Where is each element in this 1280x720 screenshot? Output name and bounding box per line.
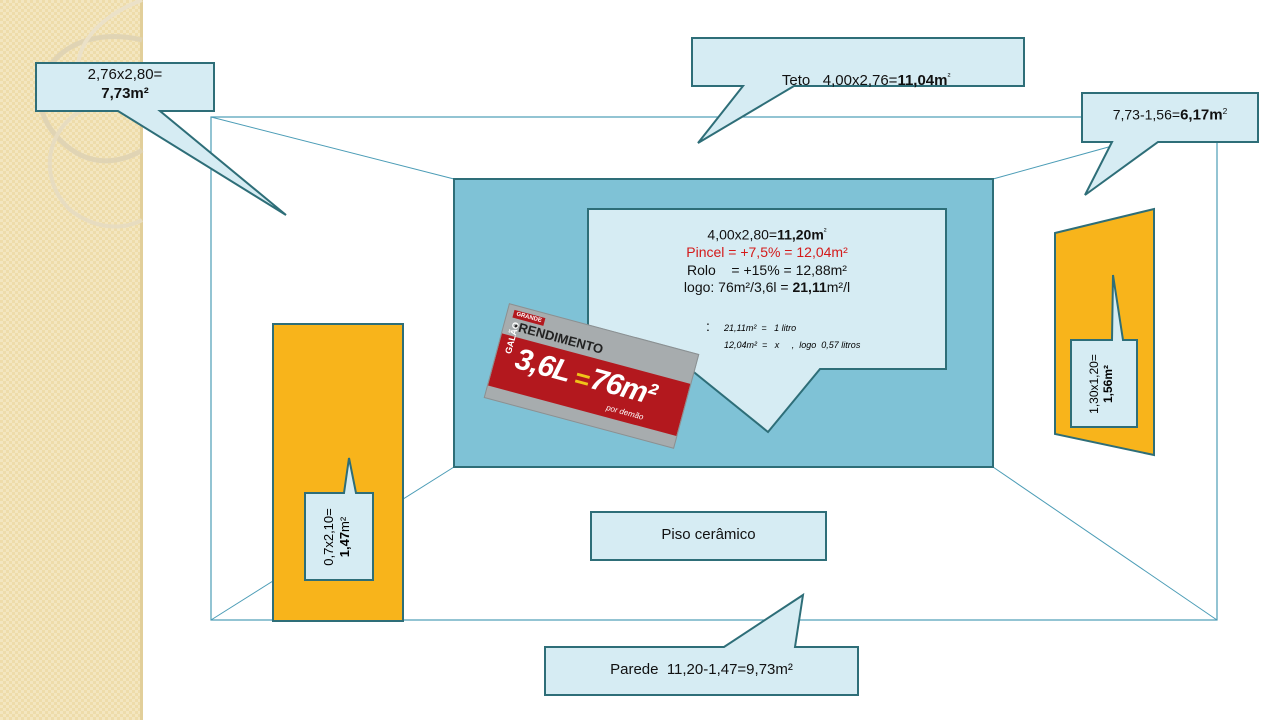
- window-line1: 1,30x1,20=: [1087, 354, 1101, 414]
- back-wall-line3: Rolo = +15% = 12,88m²: [687, 261, 847, 278]
- callout-front-wall-shape: [544, 592, 859, 696]
- right-wall-value: 6,17m: [1180, 106, 1223, 124]
- decorative-sidebar: [0, 0, 144, 720]
- left-wall-line1: 2,76x2,80=: [87, 66, 163, 83]
- callout-door-shape: [304, 457, 374, 581]
- window-line2: 1,56m²: [1101, 364, 1116, 404]
- back-wall-line4-suffix: m²/l: [826, 279, 851, 296]
- callout-right-wall: 7,73-1,56=6,17m2: [1082, 106, 1258, 125]
- callout-front-wall: Parede 11,20-1,47=9,73m²: [610, 661, 793, 678]
- back-wall-line4: logo: 76m²/3,6l = 21,11m²/l: [588, 279, 946, 297]
- callout-ceiling-shape: [691, 37, 1025, 144]
- back-wall-colon: :: [706, 318, 710, 334]
- back-wall-line4-prefix: logo: 76m²/3,6l =: [683, 279, 793, 296]
- callout-left-wall: 2,76x2,80= 7,73m²: [36, 66, 214, 104]
- back-wall-line1-unit: ²: [823, 226, 827, 236]
- door-line2-value: 1,47: [336, 531, 352, 558]
- callout-ceiling: Teto 4,00x2,76=11,04m²: [692, 52, 1024, 109]
- floor-label: Piso cerâmico: [661, 526, 756, 543]
- right-wall-prefix: 7,73-1,56=: [1112, 106, 1181, 123]
- door-line1: 0,7x2,10=: [321, 508, 336, 566]
- door-line2-unit: m²: [336, 516, 352, 532]
- back-wall-line2: Pincel = +7,5% = 12,04m²: [686, 244, 848, 261]
- callout-door: 0,7x2,10= 1,47m²: [321, 492, 357, 582]
- back-wall-line6: 12,04m² = x , logo 0,57 litros: [724, 340, 861, 350]
- callout-window-shape: [1070, 274, 1138, 428]
- callout-window: 1,30x1,20= 1,56m²: [1087, 339, 1121, 429]
- ceiling-prefix: Teto 4,00x2,76=: [781, 71, 898, 89]
- callout-right-wall-shape: [1081, 92, 1259, 196]
- back-wall-line1-prefix: 4,00x2,80=: [707, 226, 778, 243]
- ceiling-value: 11,04m: [897, 71, 948, 89]
- room-outline: [210, 116, 1218, 621]
- back-wall-line5: 21,11m² = 1 litro: [724, 323, 797, 333]
- left-wall-line2: 7,73m²: [101, 84, 149, 102]
- perspective-line-tl: [210, 116, 455, 180]
- floor-label-box: [590, 511, 827, 561]
- ceiling-unit: ²: [947, 70, 951, 81]
- right-wall-unit: 2: [1222, 106, 1228, 116]
- back-wall-line4-value: 21,11: [792, 279, 827, 296]
- back-wall-line1-value: 11,20m: [777, 226, 824, 243]
- callout-left-wall-shape: [35, 62, 287, 216]
- door-line2: 1,47m²: [337, 492, 353, 582]
- perspective-line-br: [992, 466, 1218, 621]
- back-wall-line1: 4,00x2,80=11,20m²: [588, 226, 946, 244]
- callout-back-wall: 4,00x2,80=11,20m² Pincel = +7,5% = 12,04…: [588, 226, 946, 297]
